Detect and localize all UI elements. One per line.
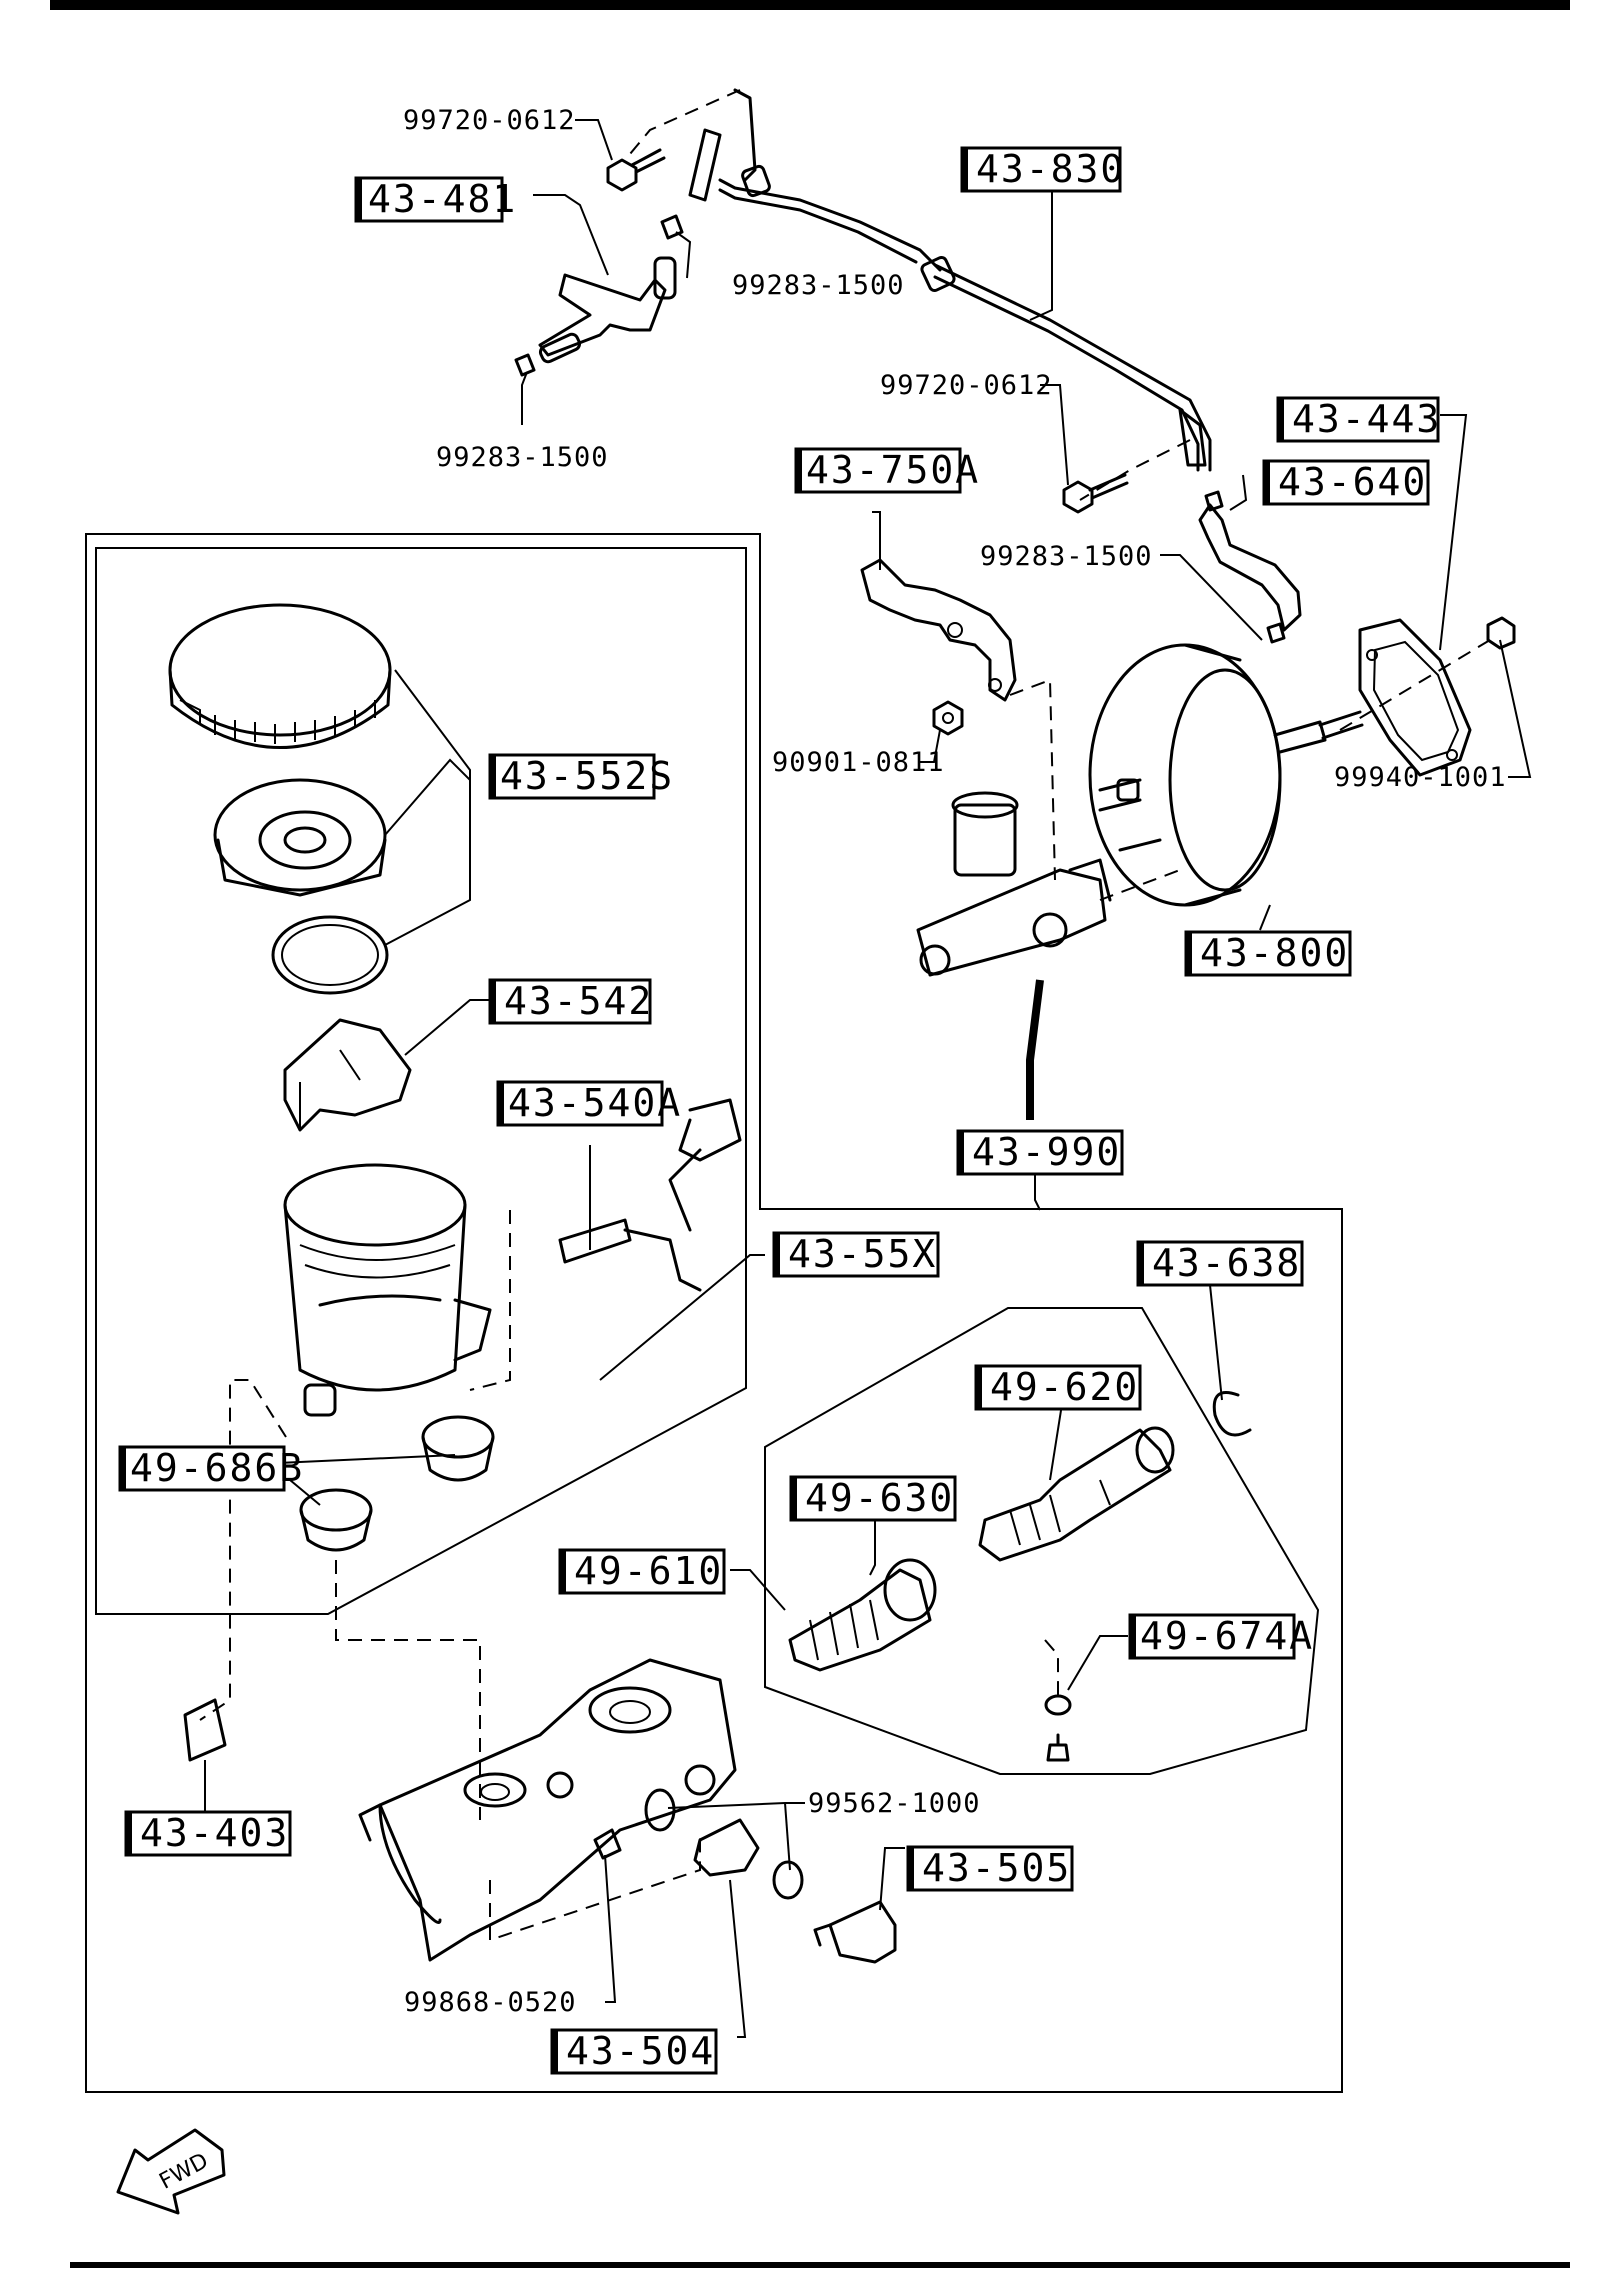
part-number-99940-1001: 99940-1001 bbox=[1334, 762, 1507, 793]
master-cylinder-small-icon bbox=[916, 791, 1181, 977]
svg-text:43-640: 43-640 bbox=[1278, 460, 1427, 504]
svg-text:43-504: 43-504 bbox=[566, 2029, 715, 2073]
part-number-99868-0520: 99868-0520 bbox=[404, 1987, 577, 2018]
label-43-540A: 43-540A bbox=[496, 1080, 682, 1127]
svg-text:43-481: 43-481 bbox=[368, 177, 517, 221]
top-border bbox=[50, 0, 1570, 10]
piston-secondary-icon bbox=[788, 1558, 937, 1672]
svg-text:43-830: 43-830 bbox=[976, 147, 1125, 191]
label-43-830: 43-830 bbox=[960, 146, 1125, 193]
reservoir-outline bbox=[95, 547, 747, 1615]
label-49-674A: 49-674A bbox=[1128, 1613, 1314, 1660]
label-43-55X: 43-55X bbox=[772, 1231, 940, 1278]
washer-icon bbox=[644, 1788, 804, 1900]
reservoir-cap-icon bbox=[168, 603, 392, 749]
fitting-icon bbox=[593, 1818, 760, 1877]
vacuum-hose-assembly bbox=[624, 88, 1212, 501]
svg-text:43-542: 43-542 bbox=[504, 979, 653, 1023]
svg-text:43-540A: 43-540A bbox=[508, 1081, 682, 1125]
piston-kit-outline bbox=[764, 1307, 1320, 1775]
bolt-icon bbox=[606, 148, 1129, 514]
part-number-99283-1500-right: 99283-1500 bbox=[980, 541, 1153, 572]
part-number-99283-1500-top: 99283-1500 bbox=[732, 270, 905, 301]
bracket-icon bbox=[860, 558, 1056, 881]
brake-booster-icon bbox=[1088, 639, 1491, 907]
float-icon bbox=[283, 1018, 412, 1132]
o-ring-icon bbox=[271, 915, 389, 995]
label-43-990: 43-990 bbox=[956, 1129, 1124, 1176]
svg-text:43-505: 43-505 bbox=[922, 1846, 1071, 1890]
label-43-640: 43-640 bbox=[1262, 459, 1430, 506]
svg-text:49-686B: 49-686B bbox=[130, 1446, 304, 1490]
svg-text:43-55X: 43-55X bbox=[788, 1232, 937, 1276]
label-43-505: 43-505 bbox=[906, 1845, 1074, 1892]
label-43-552S: 43-552S bbox=[488, 753, 674, 800]
svg-text:43-403: 43-403 bbox=[140, 1811, 289, 1855]
label-43-403: 43-403 bbox=[124, 1810, 292, 1857]
label-43-443: 43-443 bbox=[1276, 396, 1441, 443]
seal-patch-icon bbox=[183, 1698, 227, 1762]
label-43-750A: 43-750A bbox=[794, 447, 980, 494]
bottom-border bbox=[70, 2262, 1570, 2268]
assembly-outline bbox=[85, 533, 1343, 2093]
svg-text:43-800: 43-800 bbox=[1200, 931, 1349, 975]
stopper-icon bbox=[1044, 1639, 1072, 1762]
svg-text:43-443: 43-443 bbox=[1292, 397, 1441, 441]
part-number-99283-1500-left: 99283-1500 bbox=[436, 442, 609, 473]
svg-text:43-552S: 43-552S bbox=[500, 754, 674, 798]
part-number-99720-0612-mid: 99720-0612 bbox=[880, 370, 1053, 401]
forward-direction-arrow: FWD bbox=[116, 2128, 226, 2215]
leader-lines bbox=[204, 119, 1532, 2038]
gasket-icon bbox=[1358, 618, 1472, 777]
label-49-686B: 49-686B bbox=[118, 1445, 304, 1492]
strainer-icon bbox=[213, 778, 387, 897]
nut-icon bbox=[1486, 616, 1516, 650]
fwd-label: FWD bbox=[155, 2149, 212, 2195]
nut-icon-2 bbox=[932, 700, 964, 736]
t-hose-icon bbox=[538, 256, 677, 364]
reservoir-tank-icon bbox=[283, 1163, 492, 1417]
label-43-638: 43-638 bbox=[1136, 1240, 1304, 1287]
svg-text:49-620: 49-620 bbox=[990, 1365, 1139, 1409]
label-49-610: 49-610 bbox=[558, 1548, 726, 1595]
leader-thick bbox=[1026, 979, 1044, 1120]
level-sensor-icon bbox=[469, 1098, 742, 1391]
svg-text:43-750A: 43-750A bbox=[806, 448, 980, 492]
piston-primary-icon bbox=[978, 1426, 1175, 1562]
grommet-icon bbox=[199, 1379, 495, 1820]
label-49-620: 49-620 bbox=[974, 1364, 1142, 1411]
svg-text:49-610: 49-610 bbox=[574, 1549, 723, 1593]
part-number-99562-1000: 99562-1000 bbox=[808, 1788, 981, 1819]
label-43-481: 43-481 bbox=[354, 176, 517, 223]
svg-text:43-990: 43-990 bbox=[972, 1130, 1121, 1174]
svg-text:43-638: 43-638 bbox=[1152, 1241, 1301, 1285]
snap-ring-icon bbox=[1212, 1391, 1252, 1437]
label-49-630: 49-630 bbox=[789, 1475, 957, 1522]
label-43-504: 43-504 bbox=[550, 2028, 718, 2075]
part-number-99720-0612-top: 99720-0612 bbox=[403, 105, 576, 136]
part-number-90901-0811: 90901-0811 bbox=[772, 747, 945, 778]
svg-text:49-630: 49-630 bbox=[805, 1476, 954, 1520]
svg-text:49-674A: 49-674A bbox=[1140, 1614, 1314, 1658]
label-43-542: 43-542 bbox=[488, 978, 653, 1025]
label-43-800: 43-800 bbox=[1184, 930, 1352, 977]
vacuum-hose-icon bbox=[1198, 503, 1302, 632]
master-cylinder-icon bbox=[358, 1658, 737, 1962]
stop-bolt-icon bbox=[813, 1900, 897, 1964]
